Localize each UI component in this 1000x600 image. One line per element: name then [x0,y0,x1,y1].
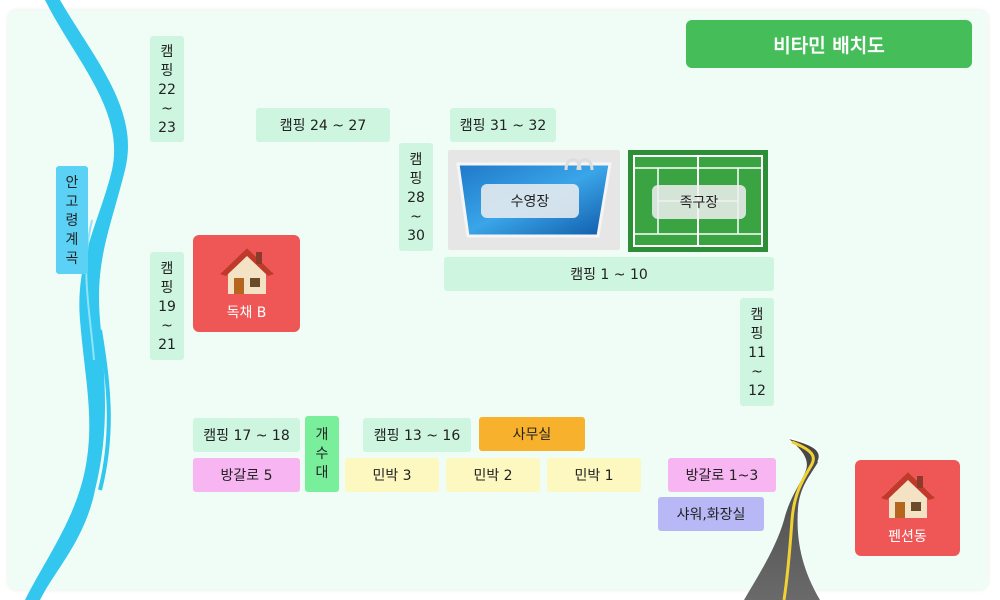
camping-24-27[interactable]: 캠핑 24 ~ 27 [256,108,390,142]
court-label: 족구장 [652,185,746,219]
cabin-b-label: 독채 B [226,305,267,321]
camping-1-10[interactable]: 캠핑 1 ~ 10 [444,257,774,291]
minbak-3[interactable]: 민박 3 [345,458,439,492]
house-icon [880,472,935,518]
bungalow-5[interactable]: 방갈로 5 [193,458,300,492]
road-shape [744,437,821,600]
shower-restroom[interactable]: 샤워,화장실 [658,497,764,531]
footvolley-court[interactable]: 족구장 [628,150,768,252]
bungalow-1-3[interactable]: 방갈로 1~3 [668,458,776,492]
house-icon [219,248,274,294]
camping-31-32[interactable]: 캠핑 31 ~ 32 [450,108,556,142]
pension-label: 펜션동 [888,529,927,545]
minbak-2[interactable]: 민박 2 [446,458,540,492]
swimming-pool[interactable]: 수영장 [448,150,620,250]
office[interactable]: 사무실 [479,417,585,451]
minbak-1[interactable]: 민박 1 [547,458,641,492]
cabin-b[interactable]: 독채 B [193,235,300,332]
river-shape [25,0,128,600]
pension-building[interactable]: 펜션동 [855,460,960,556]
pool-label: 수영장 [481,184,579,218]
camping-13-16[interactable]: 캠핑 13 ~ 16 [363,418,471,452]
camping-17-18[interactable]: 캠핑 17 ~ 18 [193,418,300,452]
map-title: 비타민 배치도 [686,20,972,68]
